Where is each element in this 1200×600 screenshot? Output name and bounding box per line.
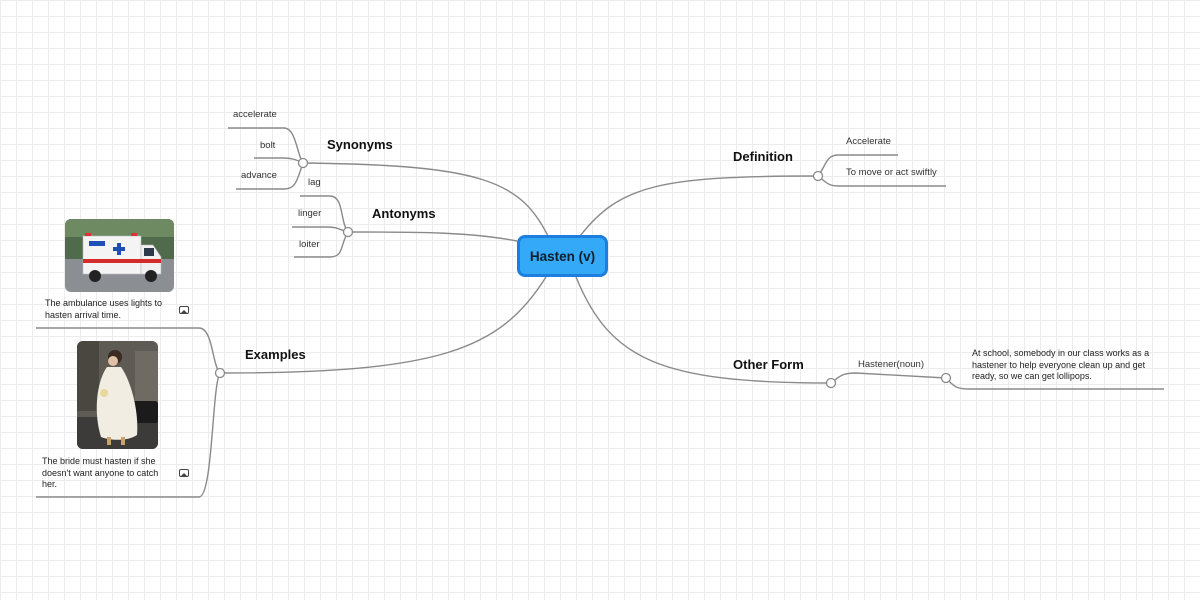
synonym-item[interactable]: bolt: [260, 140, 276, 151]
connector-root-definition: [579, 175, 819, 237]
example-caption[interactable]: The bride must hasten if she doesn't wan…: [42, 456, 159, 490]
other-form-sentence[interactable]: At school, somebody in our class works a…: [972, 348, 1150, 382]
bride-picture: [77, 341, 158, 449]
example-caption[interactable]: The ambulance uses lights to hasten arri…: [45, 298, 163, 320]
ambulance-picture: [65, 219, 174, 292]
definition-item[interactable]: To move or act swiftly: [846, 167, 937, 178]
synonyms-collapse-toggle[interactable]: [297, 157, 309, 169]
connector-root-synonyms: [302, 162, 549, 237]
image-icon[interactable]: [179, 469, 189, 477]
definition-collapse-toggle[interactable]: [812, 170, 824, 182]
bride-image[interactable]: [77, 341, 158, 449]
image-icon[interactable]: [179, 306, 189, 314]
antonym-item[interactable]: lag: [308, 177, 321, 188]
branch-definition[interactable]: Definition: [733, 149, 793, 164]
branch-synonyms[interactable]: Synonyms: [327, 137, 393, 152]
central-topic[interactable]: Hasten (v): [517, 235, 608, 277]
antonyms-collapse-toggle[interactable]: [342, 226, 354, 238]
ambulance-image[interactable]: [65, 219, 174, 292]
connector-root-antonyms: [347, 231, 518, 242]
branch-examples[interactable]: Examples: [245, 347, 306, 362]
otherform-collapse-toggle[interactable]: [825, 377, 837, 389]
connector-root-examples: [219, 276, 547, 374]
connector-synonyms-bolt: [254, 157, 304, 164]
synonym-item[interactable]: accelerate: [233, 109, 277, 120]
antonym-item[interactable]: loiter: [299, 239, 320, 250]
connector-antonyms-linger: [292, 226, 349, 233]
antonym-item[interactable]: linger: [298, 208, 322, 219]
synonym-item[interactable]: advance: [241, 170, 277, 181]
connector-examples-bride: [36, 372, 221, 498]
other-form-word[interactable]: Hastener(noun): [858, 359, 925, 370]
hastener-collapse-toggle[interactable]: [940, 372, 952, 384]
connector-root-otherform: [575, 276, 832, 384]
branch-other-form[interactable]: Other Form: [733, 357, 804, 372]
connector-synonyms-advance: [236, 162, 304, 190]
connector-otherform-hastener: [830, 372, 947, 384]
branch-antonyms[interactable]: Antonyms: [372, 206, 436, 221]
definition-item[interactable]: Accelerate: [846, 136, 891, 147]
examples-collapse-toggle[interactable]: [214, 367, 226, 379]
